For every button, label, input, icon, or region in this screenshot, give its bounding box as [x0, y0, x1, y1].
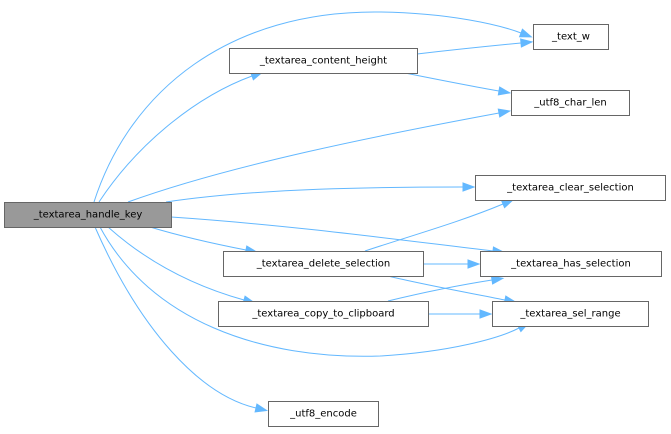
edge-copy-to-clipboard-to-sel-range	[428, 309, 493, 319]
arrowhead-icon	[467, 259, 481, 269]
edge-line	[416, 42, 522, 55]
node-label: _utf8_char_len	[533, 98, 607, 109]
node-label: _utf8_encode	[289, 409, 357, 420]
edge-handle-key-to-clear-selection	[165, 182, 476, 203]
arrowhead-icon	[520, 38, 534, 48]
arrowhead-icon	[254, 403, 269, 413]
node-has-selection[interactable]: _textarea_has_selection	[480, 251, 662, 277]
edge-handle-key-to-delete-selection	[149, 226, 259, 255]
edge-handle-key-to-content-height	[98, 71, 264, 203]
node-utf8-encode[interactable]: _utf8_encode	[268, 401, 379, 427]
node-utf8-char-len[interactable]: _utf8_char_len	[511, 90, 630, 116]
arrowhead-icon	[518, 28, 533, 38]
edge-line	[404, 72, 500, 92]
node-label: _textarea_content_height	[259, 56, 387, 67]
node-label: _textarea_clear_selection	[506, 183, 634, 194]
node-clear-selection[interactable]: _textarea_clear_selection	[475, 175, 666, 201]
edge-line	[149, 226, 247, 251]
edge-line	[387, 279, 493, 302]
edge-line	[107, 226, 245, 301]
edge-line	[170, 216, 494, 252]
edge-line	[127, 112, 500, 203]
edge-delete-selection-to-has-selection	[423, 259, 481, 269]
arrowhead-icon	[479, 309, 493, 319]
node-label: _textarea_copy_to_clipboard	[251, 309, 394, 320]
node-handle-key[interactable]: _textarea_handle_key	[4, 202, 172, 228]
node-label: _textarea_delete_selection	[256, 259, 391, 270]
edge-line	[165, 186, 464, 203]
node-label: _textarea_handle_key	[33, 210, 143, 221]
edge-line	[364, 203, 504, 252]
edge-copy-to-clipboard-to-has-selection	[387, 275, 505, 302]
node-label: _textarea_sel_range	[519, 309, 620, 320]
arrowhead-icon	[462, 182, 476, 192]
edge-line	[99, 226, 520, 357]
edge-content-height-to-text-w	[416, 38, 534, 55]
arrowhead-icon	[497, 86, 512, 96]
edge-handle-key-to-utf8-char-len	[127, 108, 512, 203]
node-text-w[interactable]: _text_w	[533, 24, 609, 50]
edge-content-height-to-utf8-char-len	[404, 72, 512, 96]
node-delete-selection[interactable]: _textarea_delete_selection	[223, 251, 424, 277]
edge-handle-key-to-text-w	[93, 11, 533, 203]
edge-handle-key-to-has-selection	[170, 216, 506, 256]
arrowhead-icon	[490, 275, 505, 285]
edge-line	[93, 11, 522, 203]
node-copy-to-clipboard[interactable]: _textarea_copy_to_clipboard	[218, 301, 429, 327]
edges-layer	[93, 11, 534, 413]
edge-line	[94, 226, 257, 409]
arrowhead-icon	[497, 108, 512, 118]
node-label: _text_w	[551, 32, 590, 43]
node-sel-range[interactable]: _textarea_sel_range	[492, 301, 649, 327]
edge-delete-selection-to-clear-selection	[364, 199, 515, 252]
edge-line	[98, 75, 253, 203]
node-label: _textarea_has_selection	[510, 259, 631, 270]
edge-handle-key-to-utf8-encode	[94, 226, 269, 413]
node-content-height[interactable]: _textarea_content_height	[229, 48, 418, 74]
